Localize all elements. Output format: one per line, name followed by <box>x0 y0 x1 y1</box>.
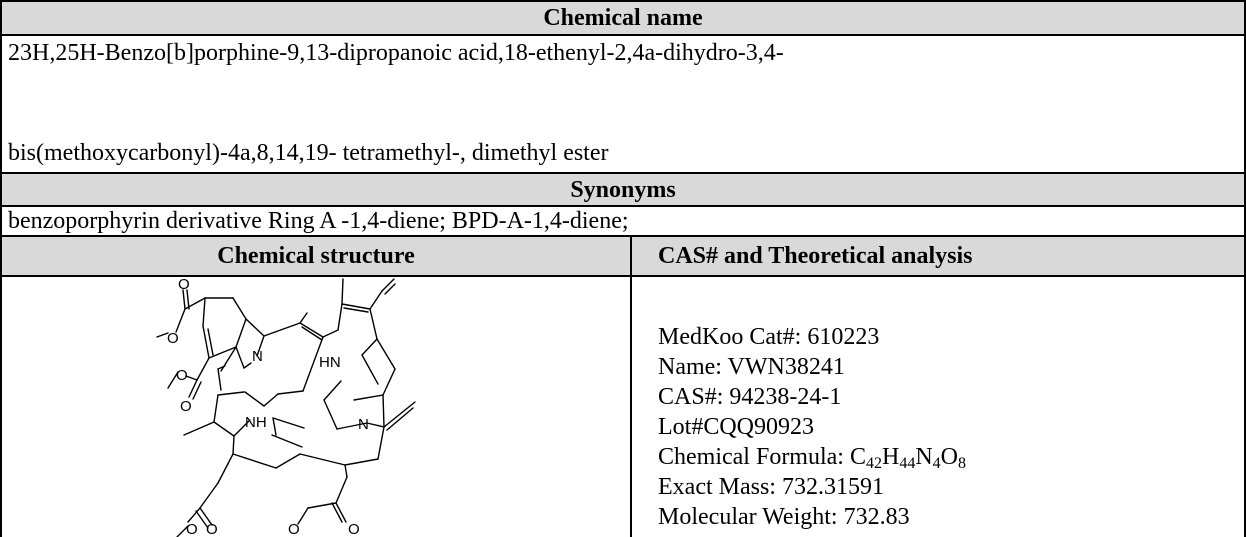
table-rule <box>1244 0 1246 537</box>
oxygen-label: O <box>167 330 179 347</box>
chemical-name-line1: 23H,25H-Benzo[b]porphine-9,13-dipropanoi… <box>8 40 784 66</box>
formula-subscript: 4 <box>932 455 941 472</box>
structure-header: Chemical structure <box>217 243 415 269</box>
cat-number: MedKoo Cat#: 610223 <box>658 324 880 350</box>
analysis-info: MedKoo Cat#: 610223 Name: VWN38241 CAS#:… <box>658 322 966 532</box>
chemical-name-line2: bis(methoxycarbonyl)-4a,8,14,19- tetrame… <box>8 140 609 166</box>
table-rule <box>0 0 1246 2</box>
formula-value: C42H44N4O8 <box>849 444 967 472</box>
header-band <box>2 174 1244 205</box>
oxygen-label: O <box>288 521 300 537</box>
formula-label: Chemical Formula: <box>658 444 850 470</box>
chemical-structure-diagram: O O O O N HN NH N O O O O <box>156 277 416 537</box>
table-rule <box>0 172 1246 174</box>
analysis-header: CAS# and Theoretical analysis <box>658 243 973 269</box>
oxygen-label: O <box>186 521 198 537</box>
table-rule <box>0 275 1246 277</box>
chemical-name-header: Chemical name <box>543 5 703 31</box>
header-band <box>2 237 1244 275</box>
formula-subscript: 44 <box>899 455 916 472</box>
formula-subscript: 42 <box>865 455 882 472</box>
lot-number: Lot#CQQ90923 <box>658 414 814 440</box>
table-rule <box>0 0 2 537</box>
product-name: Name: VWN38241 <box>658 354 845 380</box>
oxygen-label: O <box>178 277 190 293</box>
formula-element: C <box>849 444 866 470</box>
nitrogen-label: N <box>358 416 369 433</box>
exact-mass: Exact Mass: 732.31591 <box>658 474 884 500</box>
header-band <box>2 2 1244 34</box>
synonyms-header: Synonyms <box>570 177 676 203</box>
formula-subscript: 8 <box>958 455 967 472</box>
oxygen-label: O <box>176 367 188 384</box>
oxygen-label: O <box>180 398 192 415</box>
oxygen-label: O <box>348 521 360 537</box>
formula-element: O <box>940 444 959 470</box>
hn-label: HN <box>319 354 341 371</box>
table-rule <box>0 34 1246 36</box>
molecular-weight: Molecular Weight: 732.83 <box>658 504 910 530</box>
table-rule <box>0 205 1246 207</box>
formula-element: H <box>881 444 900 470</box>
table-rule <box>0 235 1246 237</box>
formula-element: N <box>915 444 933 470</box>
cas-number: CAS#: 94238-24-1 <box>658 384 842 410</box>
oxygen-label: O <box>206 521 218 537</box>
chemical-formula: Chemical Formula: C42H44N4O8 <box>658 442 966 472</box>
nitrogen-label: N <box>252 348 263 365</box>
table-rule <box>630 237 632 537</box>
synonyms-text: benzoporphyrin derivative Ring A -1,4-di… <box>8 208 629 234</box>
nh-label: NH <box>245 414 267 431</box>
